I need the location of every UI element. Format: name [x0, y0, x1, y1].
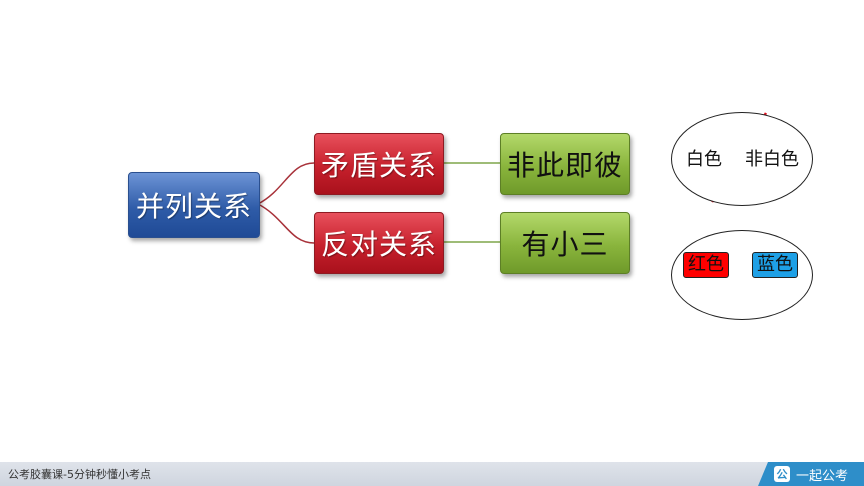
branch-label-contrary: 反对关系: [320, 228, 437, 261]
branch-label-contradiction: 矛盾关系: [320, 149, 437, 182]
white-label: 白色: [686, 149, 722, 170]
red-tag: 红色: [683, 252, 729, 278]
branch-node-contrary: 反对关系: [314, 212, 444, 274]
blue-tag: 蓝色: [752, 252, 798, 278]
root-node: 并列关系: [128, 172, 260, 238]
connector-root-to-contradiction: [257, 162, 315, 205]
brand-logo-icon: 公: [773, 466, 790, 482]
connector-root-to-contrary: [257, 203, 315, 244]
leaf-label-third-option: 有小三: [521, 228, 609, 261]
leaf-node-either-or: 非此即彼: [500, 133, 630, 195]
ellipse-white-nonwhite: [671, 112, 813, 206]
leaf-label-either-or: 非此即彼: [506, 149, 623, 182]
brand-badge: 公 一起公考: [758, 462, 864, 486]
brand-name: 一起公考: [795, 468, 848, 484]
branch-node-contradiction: 矛盾关系: [314, 133, 444, 195]
leaf-node-third-option: 有小三: [500, 212, 630, 274]
root-label: 并列关系: [135, 190, 252, 223]
nonwhite-label: 非白色: [745, 149, 799, 170]
footer-caption: 公考胶囊课-5分钟秒懂小考点: [8, 468, 151, 481]
footer-bar: 公考胶囊课-5分钟秒懂小考点 公 一起公考: [0, 462, 864, 486]
slide-canvas: 并列关系 矛盾关系 反对关系 非此即彼 有小三 白色 非白色 红色 蓝色: [128, 112, 813, 320]
